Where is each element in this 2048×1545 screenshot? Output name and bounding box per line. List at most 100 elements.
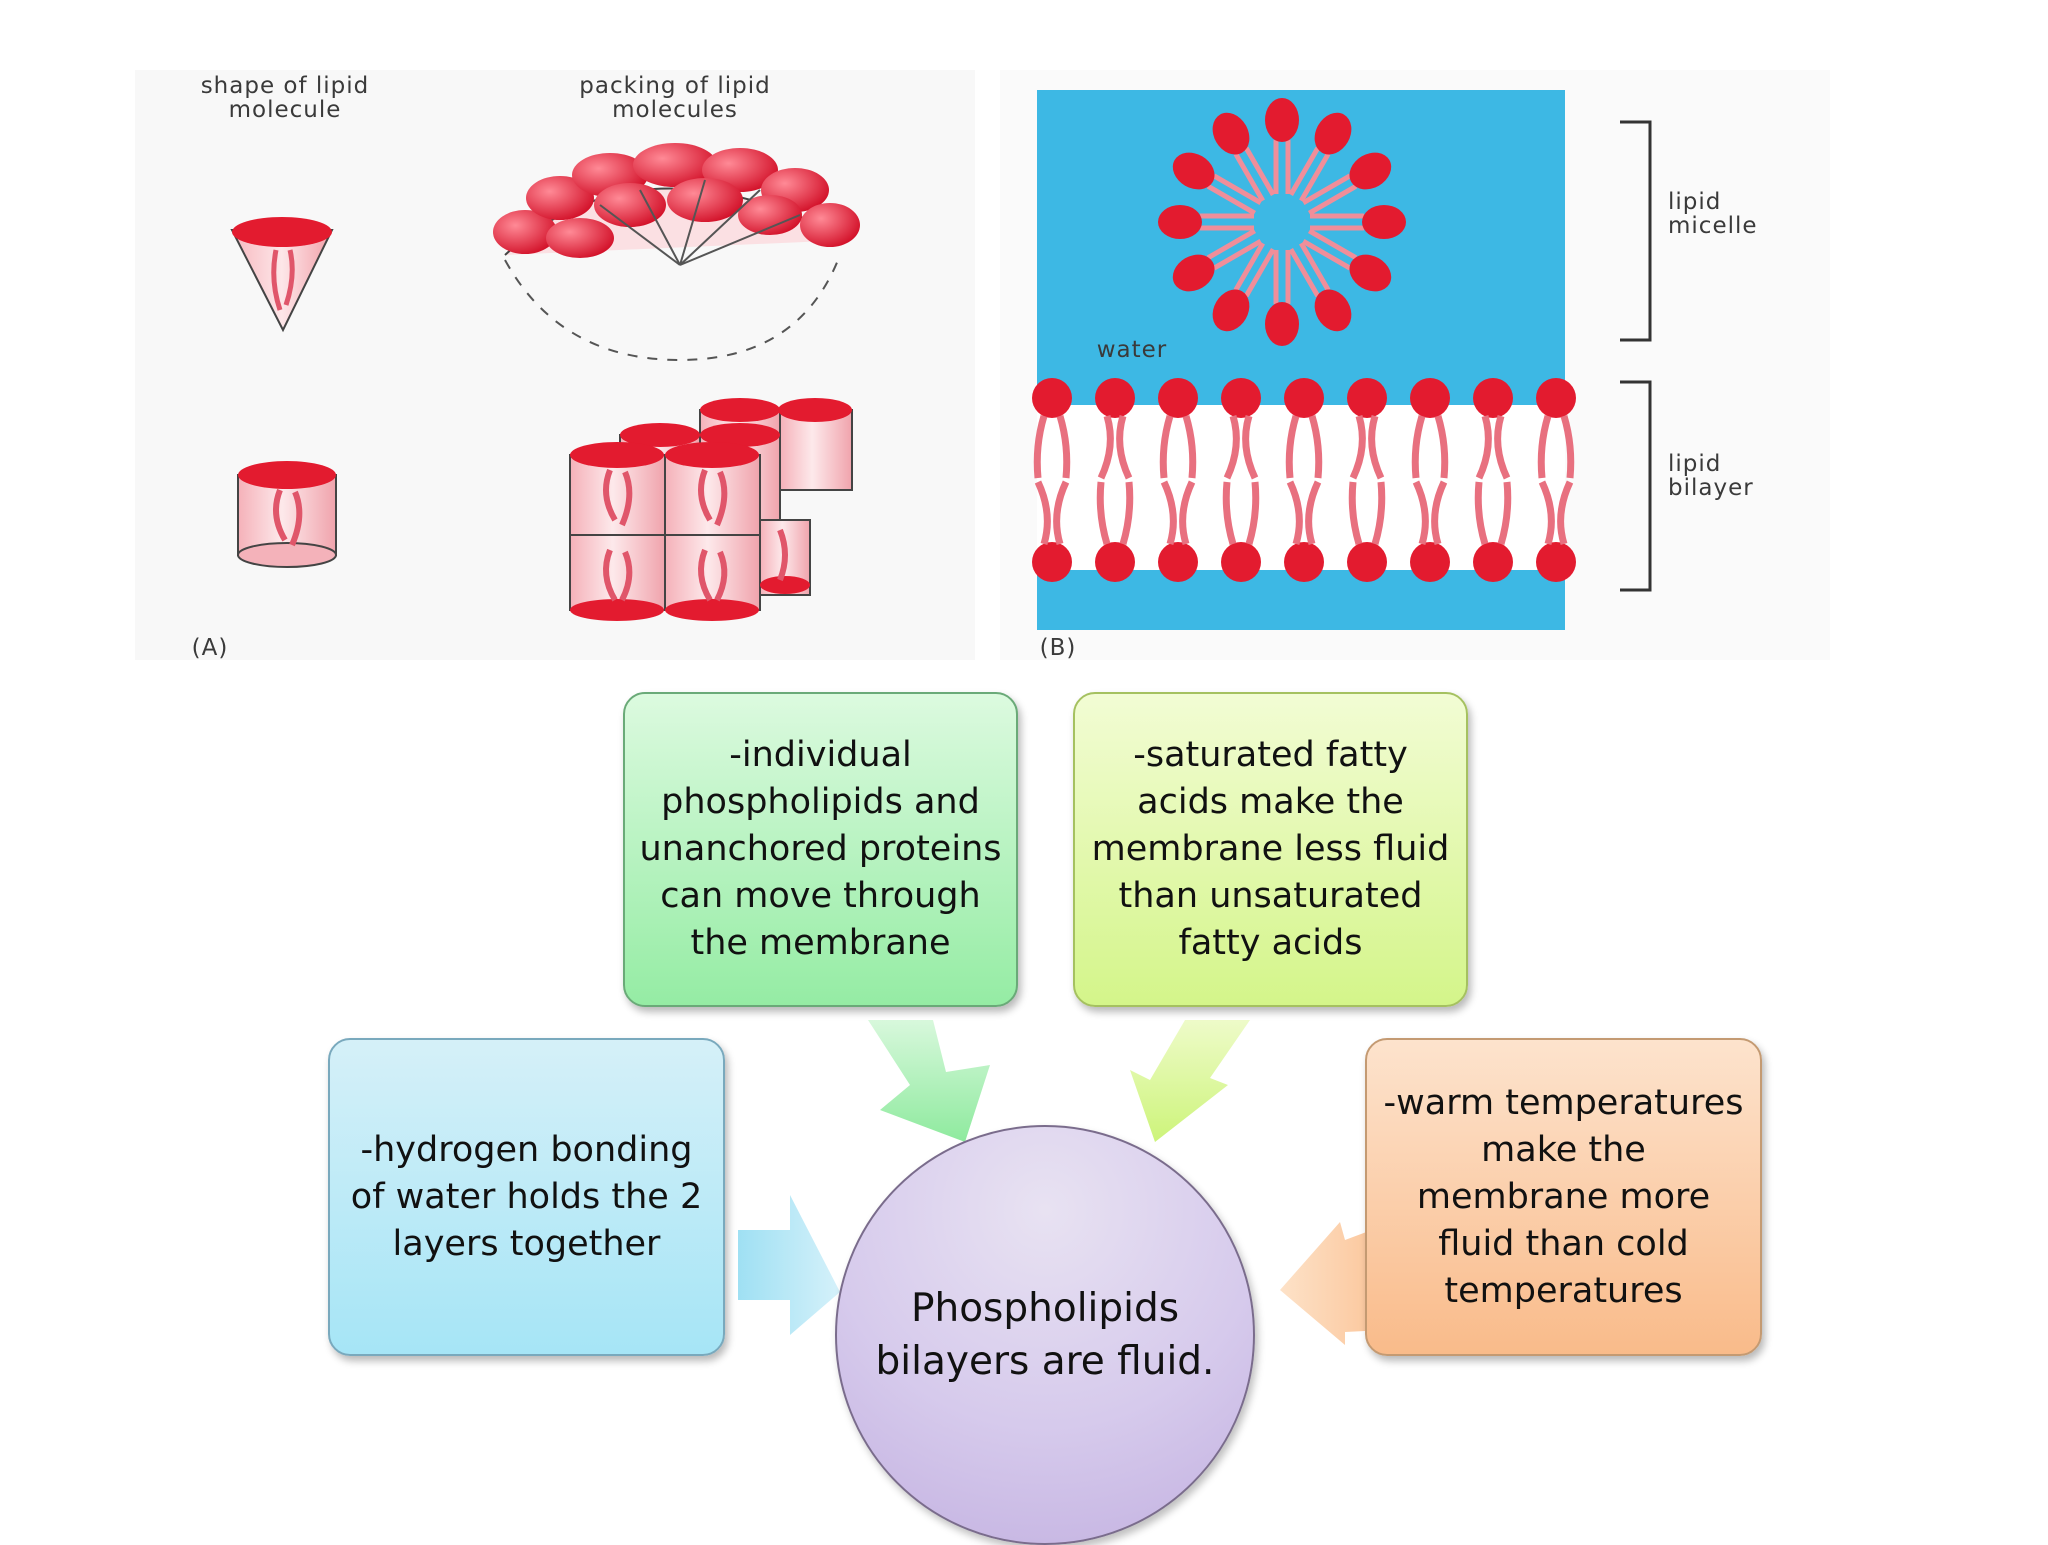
micelle-tail	[1288, 247, 1320, 298]
micelle-head	[1314, 289, 1352, 332]
panel-a-background	[135, 70, 975, 660]
micelle-tail	[1233, 152, 1265, 203]
bilayer-tail	[1349, 414, 1366, 480]
bilayer-head-top	[1473, 378, 1513, 418]
micelle-head	[1349, 152, 1392, 190]
center-circle-phospholipid-bilayers: Phospholipids bilayers are fluid.	[835, 1125, 1255, 1545]
arrow-from-left-box	[738, 1195, 840, 1335]
micelle-head	[1212, 112, 1250, 155]
bilayer-tail	[1159, 414, 1174, 479]
bilayer-tail	[1097, 414, 1114, 480]
bilayer-tail	[1368, 414, 1385, 480]
micelle-tail	[1244, 146, 1276, 197]
bilayer-head-bottom	[1095, 542, 1135, 582]
lipid-bilayer	[1032, 378, 1576, 582]
micelle-head	[1212, 289, 1250, 332]
bilayer-tail	[1348, 481, 1363, 546]
bilayer-head-bottom	[1158, 542, 1198, 582]
bilayer-tail	[1411, 414, 1426, 479]
bilayer-bracket	[1620, 380, 1652, 592]
micelle-head	[1362, 205, 1406, 239]
panel-b-label: (B)	[1039, 635, 1077, 661]
lipid-micelle-label: lipid micelle	[1668, 189, 1758, 239]
micelle-tail	[1244, 247, 1276, 298]
cone-packing-dome	[493, 143, 860, 362]
micelle-tail	[1212, 239, 1263, 271]
bilayer-head-bottom	[1347, 542, 1387, 582]
bilayer-tail	[1475, 414, 1492, 480]
bilayer-tail	[1119, 481, 1134, 546]
lipid-micelle	[1158, 98, 1406, 346]
bilayer-tail	[1412, 480, 1429, 546]
arrow-from-right-box	[1280, 1222, 1385, 1345]
micelle-head	[1265, 98, 1299, 142]
bilayer-tail	[1160, 480, 1177, 546]
cylinder-packing-stack	[569, 398, 853, 621]
bilayer-tail	[1179, 480, 1196, 546]
bilayer-head-bottom	[1284, 542, 1324, 582]
bilayer-tail	[1560, 414, 1575, 479]
arrow-from-top-right-box	[1130, 1020, 1250, 1142]
bilayer-tail	[1434, 414, 1449, 479]
bilayer-tail	[1431, 480, 1448, 546]
micelle-head	[1172, 152, 1215, 190]
arrow-from-top-left-box	[868, 1020, 990, 1142]
bilayer-tail	[1223, 414, 1240, 480]
panel-a-shape-header: shape of lipid molecule	[200, 73, 370, 123]
bilayer-head-top	[1347, 378, 1387, 418]
bilayer-head-bottom	[1473, 542, 1513, 582]
bilayer-tail	[1494, 414, 1511, 480]
bilayer-tail	[1116, 414, 1133, 480]
micelle-tail	[1233, 241, 1265, 292]
micelle-tail	[1212, 173, 1263, 205]
bilayer-tail	[1305, 480, 1322, 546]
box-saturated-fatty-acids: -saturated fatty acids make the membrane…	[1073, 692, 1468, 1007]
bilayer-tail	[1245, 481, 1260, 546]
panel-a-packing-header: packing of lipid molecules	[579, 73, 771, 123]
bilayer-tail	[1096, 481, 1111, 546]
cylinder-lipid-molecule	[237, 461, 337, 568]
micelle-head	[1314, 112, 1352, 155]
bilayer-tail	[1537, 414, 1552, 479]
cone-lipid-molecule	[230, 217, 334, 333]
micelle-tail	[1299, 241, 1331, 292]
bilayer-tail	[1242, 414, 1259, 480]
bilayer-head-bottom	[1032, 542, 1072, 582]
bilayer-tail	[1056, 414, 1071, 479]
bilayer-head-top	[1284, 378, 1324, 418]
bilayer-tail	[1034, 480, 1051, 546]
bilayer-head-top	[1095, 378, 1135, 418]
micelle-bracket	[1620, 120, 1652, 342]
micelle-head	[1158, 205, 1202, 239]
micelle-head	[1349, 254, 1392, 292]
bilayer-tail	[1053, 480, 1070, 546]
bilayer-tail	[1285, 414, 1300, 479]
micelle-tail	[1206, 228, 1257, 260]
lipid-bilayer-label: lipid bilayer	[1668, 451, 1754, 501]
micelle-tail	[1307, 184, 1358, 216]
bilayer-tail	[1222, 481, 1237, 546]
micelle-tail	[1206, 184, 1257, 216]
bilayer-tail	[1308, 414, 1323, 479]
box-hydrogen-bonding: -hydrogen bonding of water holds the 2 l…	[328, 1038, 725, 1356]
micelle-tail	[1288, 146, 1320, 197]
micelle-head	[1172, 254, 1215, 292]
box-temperature: -warm temperatures make the membrane mor…	[1365, 1038, 1762, 1356]
water-label: water	[1096, 337, 1168, 363]
bilayer-head-top	[1032, 378, 1072, 418]
micelle-tail	[1301, 173, 1352, 205]
box-phospholipid-movement: -individual phospholipids and unanchored…	[623, 692, 1018, 1007]
bilayer-head-top	[1410, 378, 1450, 418]
bilayer-head-bottom	[1410, 542, 1450, 582]
bilayer-tail	[1371, 481, 1386, 546]
micelle-head	[1265, 302, 1299, 346]
bilayer-head-bottom	[1536, 542, 1576, 582]
panel-a-label: (A)	[191, 635, 229, 661]
bilayer-tail	[1474, 481, 1489, 546]
bilayer-tail	[1033, 414, 1048, 479]
bilayer-tail	[1286, 480, 1303, 546]
bilayer-tail	[1557, 480, 1574, 546]
micelle-tail	[1299, 152, 1331, 203]
bilayer-tail	[1538, 480, 1555, 546]
